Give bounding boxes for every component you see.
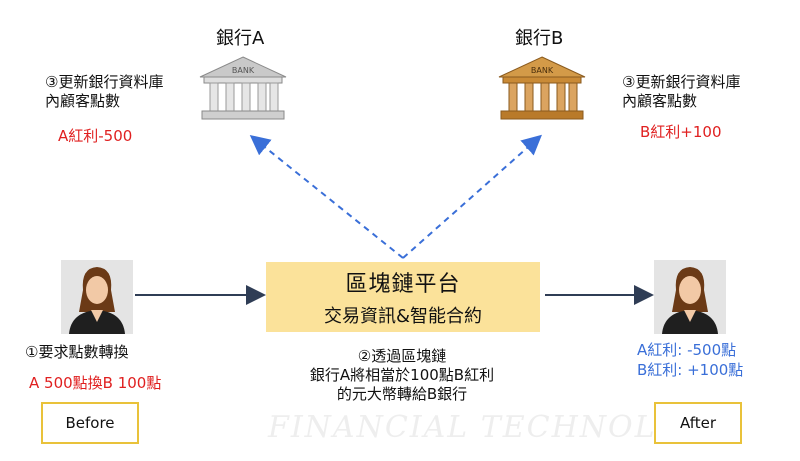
request-label: ①要求點數轉換 — [25, 343, 129, 361]
platform-title: 區塊鏈平台 — [345, 272, 461, 297]
bank-b-title: 銀行B — [515, 28, 564, 49]
bank-a-title: 銀行A — [216, 28, 265, 49]
transfer-description: ②透過區塊鏈 銀行A將相當於100點B紅利 的元大幣轉給B銀行 — [282, 347, 522, 404]
bank-a-update-line2: 內顧客點數 — [45, 92, 121, 110]
transfer-line2: 銀行A將相當於100點B紅利 — [309, 366, 495, 384]
after-label-box: After — [654, 402, 742, 444]
request-detail: A 500點換B 100點 — [29, 374, 162, 392]
bank-b-update-line2: 內顧客點數 — [622, 92, 698, 110]
result-line1: A紅利: -500點 — [637, 341, 737, 359]
bank-a-update-note: ③更新銀行資料庫 內顧客點數 — [45, 73, 163, 111]
person-icon — [662, 267, 718, 334]
bank-b-amount: B紅利+100 — [640, 123, 722, 141]
bank-building-label: BANK — [531, 66, 554, 75]
arrow-platform-to-bank-a — [249, 134, 404, 259]
result-line2: B紅利: +100點 — [637, 361, 744, 379]
blockchain-platform: 區塊鏈平台 交易資訊&智能合約 — [266, 262, 540, 332]
bank-a-update-line1: ③更新銀行資料庫 — [45, 73, 164, 91]
bank-building-label: BANK — [232, 66, 255, 75]
platform-subtitle: 交易資訊&智能合約 — [323, 306, 483, 327]
bank-a-amount: A紅利-500 — [58, 127, 133, 145]
person-icon — [69, 267, 125, 334]
bank-b-update-note: ③更新銀行資料庫 內顧客點數 — [622, 73, 740, 111]
customer-avatar-after — [654, 260, 726, 334]
watermark: FINANCIAL TECHNOLOGY — [268, 410, 731, 445]
customer-avatar-before — [61, 260, 133, 334]
result-summary: A紅利: -500點 B紅利: +100點 — [637, 340, 743, 380]
transfer-line3: 的元大幣轉給B銀行 — [336, 385, 468, 403]
bank-building-icon: BANK — [498, 56, 586, 120]
transfer-line1: ②透過區塊鏈 — [357, 347, 447, 365]
bank-b-update-line1: ③更新銀行資料庫 — [622, 73, 741, 91]
bank-building-icon: BANK — [199, 56, 287, 120]
before-label-box: Before — [41, 402, 139, 444]
arrow-platform-to-bank-b — [402, 134, 542, 259]
